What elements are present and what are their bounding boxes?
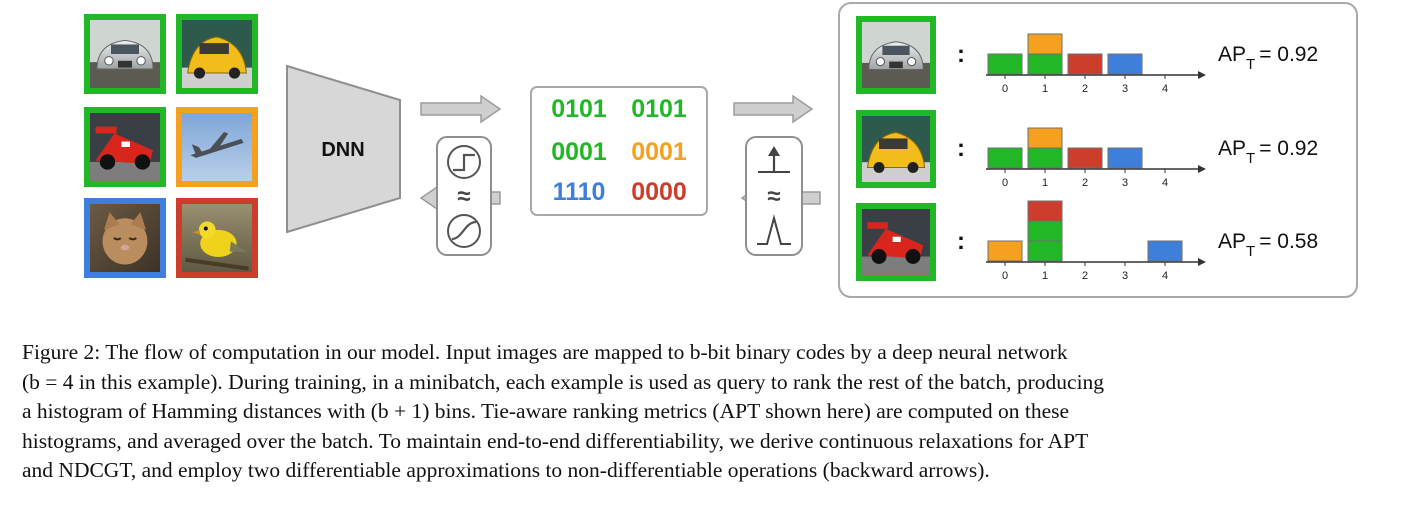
histogram-box-orange xyxy=(987,240,1023,262)
figure-caption: Figure 2: The flow of computation in our… xyxy=(22,338,1418,486)
approx-symbol: ≈ xyxy=(457,183,470,210)
axis-arrow-icon xyxy=(1198,71,1206,79)
dnn-label: DNN xyxy=(321,139,364,161)
colon-separator: : xyxy=(957,135,965,162)
histogram-box-green xyxy=(987,147,1023,169)
binary-code: 0001 xyxy=(631,138,687,166)
input-image-race-car xyxy=(84,107,166,187)
query-image-car xyxy=(856,16,936,94)
forward-arrow-icon xyxy=(733,94,814,124)
binary-code: 1110 xyxy=(553,178,606,206)
caption-line: histograms, and averaged over the batch.… xyxy=(22,428,1089,453)
histogram-box-orange xyxy=(1027,127,1063,149)
tick-label: 0 xyxy=(1002,83,1008,95)
result-row: : 0 1 2 3 4 APT= 0.92 xyxy=(856,110,1318,189)
query-image-race-car xyxy=(856,203,936,281)
input-image-car xyxy=(176,14,258,94)
sign-relaxation-box: ≈ xyxy=(436,136,492,256)
axis-arrow-icon xyxy=(1198,165,1206,173)
query-image-car xyxy=(856,110,936,188)
histogram-box-green xyxy=(1027,53,1063,75)
tick-label: 3 xyxy=(1122,270,1128,282)
input-images xyxy=(84,14,258,278)
histogram-box-green xyxy=(987,53,1023,75)
histogram-relaxation-box: ≈ xyxy=(745,136,803,256)
sigmoid-icon xyxy=(447,214,481,248)
histogram-box-red xyxy=(1027,200,1063,222)
dnn-block: DNN xyxy=(286,64,401,234)
result-row: : 0 1 2 3 4 APT= 0.58 xyxy=(856,200,1318,282)
step-icon xyxy=(447,145,481,179)
ap-metric: APT= 0.58 xyxy=(1218,230,1318,260)
binary-code: 0001 xyxy=(551,138,607,166)
caption-line: (b = 4 in this example). During training… xyxy=(22,369,1105,394)
input-image-airplane xyxy=(176,107,258,187)
binary-code: 0000 xyxy=(631,178,687,206)
tick-label: 2 xyxy=(1082,177,1088,189)
tick-label: 1 xyxy=(1042,270,1048,282)
ap-metric: APT= 0.92 xyxy=(1218,43,1318,73)
input-image-cat xyxy=(84,198,166,278)
axis-arrow-icon xyxy=(1198,258,1206,266)
result-row: : 0 1 2 3 4 APT= 0.92 xyxy=(856,16,1318,95)
tick-label: 2 xyxy=(1082,83,1088,95)
histogram-box-green xyxy=(1027,220,1063,242)
tick-label: 1 xyxy=(1042,177,1048,189)
caption-line: and NDCGT, and employ two differentiable… xyxy=(22,458,990,482)
tick-label: 1 xyxy=(1042,83,1048,95)
caption-line: Figure 2: The flow of computation in our… xyxy=(22,340,1068,364)
triangle-kernel-icon xyxy=(757,214,791,245)
tick-label: 4 xyxy=(1162,83,1168,95)
tick-label: 0 xyxy=(1002,177,1008,189)
ap-metric: APT= 0.92 xyxy=(1218,137,1318,167)
tick-label: 3 xyxy=(1122,83,1128,95)
input-image-car xyxy=(84,14,166,94)
binary-codes: 0101 0001 1110 0101 0001 0000 xyxy=(551,95,687,206)
histogram-box-green xyxy=(1027,147,1063,169)
caption-line: a histogram of Hamming distances with (b… xyxy=(22,399,1070,423)
tick-label: 2 xyxy=(1082,270,1088,282)
histogram-box-blue xyxy=(1107,147,1143,169)
forward-arrow-icon xyxy=(420,94,502,124)
binary-code: 0101 xyxy=(631,95,687,123)
tick-label: 3 xyxy=(1122,177,1128,189)
histogram-box-red xyxy=(1067,147,1103,169)
impulse-icon xyxy=(758,146,790,173)
tick-label: 4 xyxy=(1162,270,1168,282)
histogram-box-red xyxy=(1067,53,1103,75)
binary-codes-box: 0101 0001 1110 0101 0001 0000 xyxy=(530,86,708,216)
colon-separator: : xyxy=(957,228,965,255)
binary-code: 0101 xyxy=(551,95,607,123)
tick-label: 0 xyxy=(1002,270,1008,282)
approx-symbol: ≈ xyxy=(767,183,780,210)
input-image-bird xyxy=(176,198,258,278)
histogram-box-blue xyxy=(1107,53,1143,75)
histogram-box-blue xyxy=(1147,240,1183,262)
histogram-box-orange xyxy=(1027,33,1063,55)
colon-separator: : xyxy=(957,41,965,68)
histogram-box-green xyxy=(1027,240,1063,262)
tick-label: 4 xyxy=(1162,177,1168,189)
